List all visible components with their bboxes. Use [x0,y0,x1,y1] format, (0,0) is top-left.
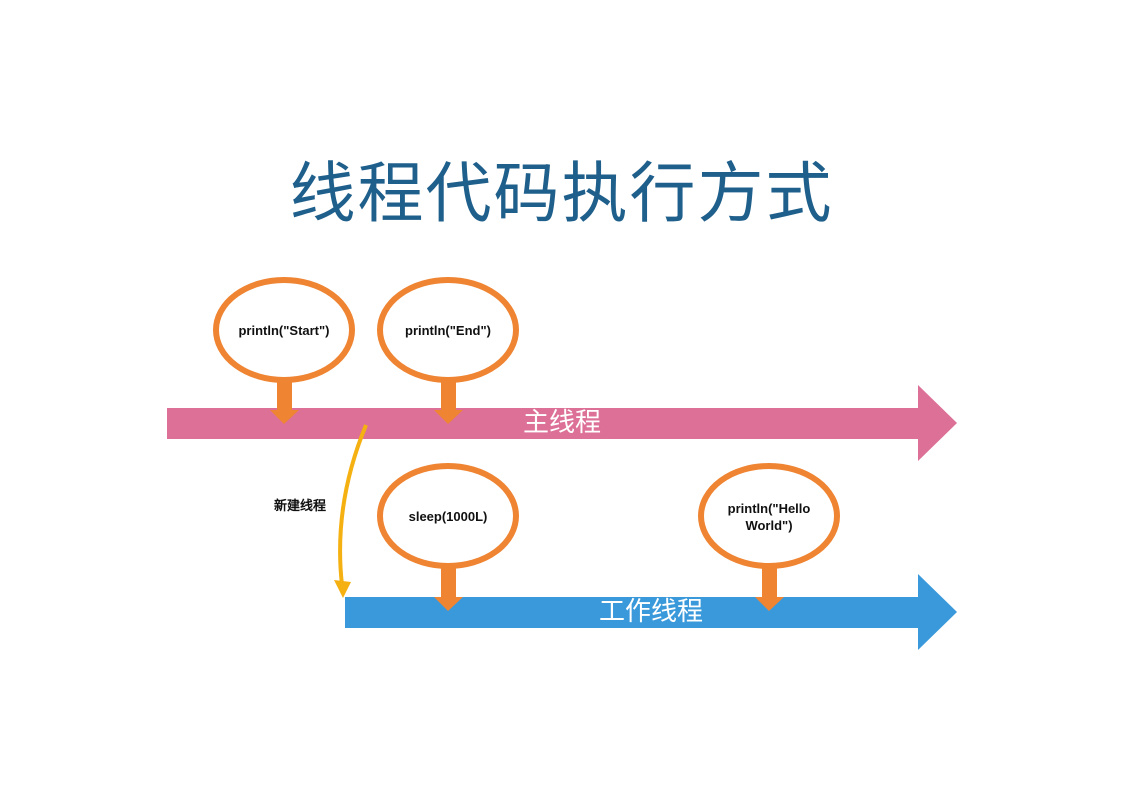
code-sleep: sleep(1000L) [409,509,488,524]
branch-arrow-head [334,580,351,598]
main-thread-label: 主线程 [523,408,601,438]
page-title: 线程代码执行方式 [289,155,834,232]
code-println-hello-line1: println("Hello [728,501,811,516]
code-println-start: println("Start") [238,323,329,338]
bubble-println-end: println("End") [377,277,519,424]
new-thread-label: 新建线程 [274,498,326,514]
code-println-end: println("End") [405,323,491,338]
bubble-sleep: sleep(1000L) [377,463,519,611]
worker-thread-lane: 工作线程 [345,574,957,650]
worker-thread-label: 工作线程 [599,597,703,627]
new-thread-branch: 新建线程 [274,424,368,598]
main-thread-arrow [167,385,957,461]
bubble-println-start: println("Start") [213,277,355,424]
worker-thread-arrow [345,574,957,650]
main-thread-lane: 主线程 [167,385,957,461]
branch-arrow-curve [338,424,368,586]
code-println-hello-line2: World") [745,518,792,533]
bubble-println-hello: println("Hello World") [698,463,840,611]
